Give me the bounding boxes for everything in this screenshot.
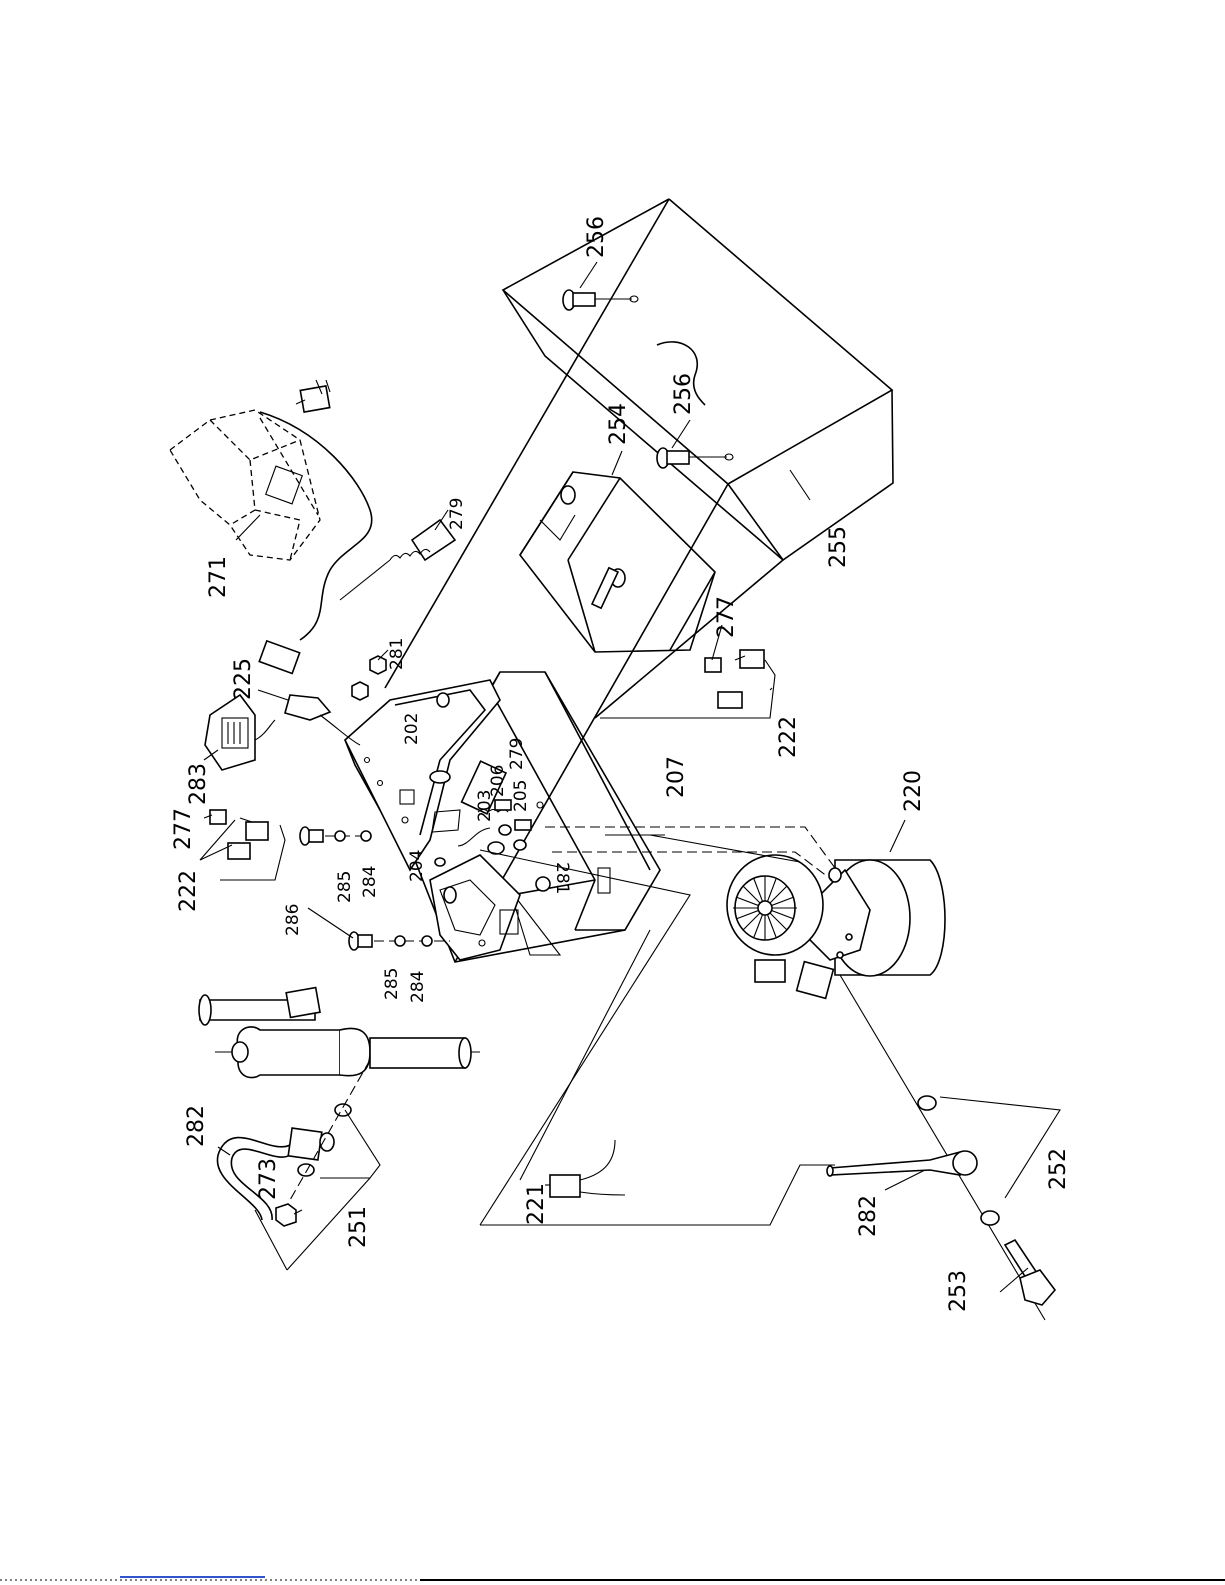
- label-255: 255: [826, 526, 851, 568]
- hose-282-lower: [827, 1151, 977, 1176]
- connector-221: [550, 1140, 625, 1197]
- label-279-upper: 279: [447, 498, 467, 530]
- meter-283: [205, 695, 275, 770]
- hydraulic-cylinder: [199, 988, 480, 1078]
- label-252: 252: [1046, 1148, 1071, 1190]
- label-285-lower: 285: [382, 968, 402, 1000]
- label-271: 271: [206, 556, 231, 598]
- label-277-lower: 277: [714, 596, 739, 638]
- bolt-286-lower: [349, 932, 450, 950]
- label-222-upper: 222: [176, 870, 201, 912]
- label-283: 283: [186, 763, 211, 805]
- hose-282-upper: [217, 1060, 370, 1220]
- label-203: 203: [475, 790, 495, 822]
- label-207: 207: [664, 756, 689, 798]
- label-286: 286: [283, 904, 303, 936]
- nuts-281: [352, 656, 386, 700]
- label-205: 205: [511, 780, 531, 812]
- label-281-upper: 281: [387, 638, 407, 670]
- label-220: 220: [901, 770, 926, 812]
- label-222-lower: 222: [776, 716, 801, 758]
- fuse-holder-222-lower: [705, 650, 764, 708]
- charger-271: [170, 380, 372, 673]
- pump-motor-220: [727, 855, 945, 998]
- plug-225: [285, 695, 360, 745]
- bolt-286-upper: [300, 827, 371, 845]
- label-225: 225: [231, 658, 256, 700]
- label-273: 273: [256, 1158, 281, 1200]
- label-284-lower: 284: [408, 971, 428, 1003]
- label-251: 251: [346, 1206, 371, 1248]
- label-256-upper: 256: [584, 216, 609, 258]
- label-279-mid: 279: [507, 738, 527, 770]
- label-202: 202: [402, 713, 422, 745]
- fitting-273: [276, 1204, 302, 1226]
- bolt-253: [1005, 1240, 1055, 1305]
- label-277-upper: 277: [171, 808, 196, 850]
- screw-256-upper: [563, 290, 638, 310]
- label-254: 254: [606, 403, 631, 445]
- spring-279-upper: [340, 520, 455, 600]
- label-285-upper: 285: [335, 871, 355, 903]
- battery-254: [520, 472, 715, 652]
- label-284-upper: 284: [360, 866, 380, 898]
- label-282-upper: 282: [184, 1105, 209, 1147]
- label-281-lower: 281: [552, 862, 572, 894]
- label-253: 253: [946, 1270, 971, 1312]
- label-221: 221: [524, 1183, 549, 1225]
- label-204: 204: [407, 850, 427, 882]
- label-282-lower: 282: [856, 1195, 881, 1237]
- scan-edge-bar: [0, 1574, 1225, 1585]
- screw-256-lower: [657, 448, 733, 468]
- label-256-lower: 256: [671, 373, 696, 415]
